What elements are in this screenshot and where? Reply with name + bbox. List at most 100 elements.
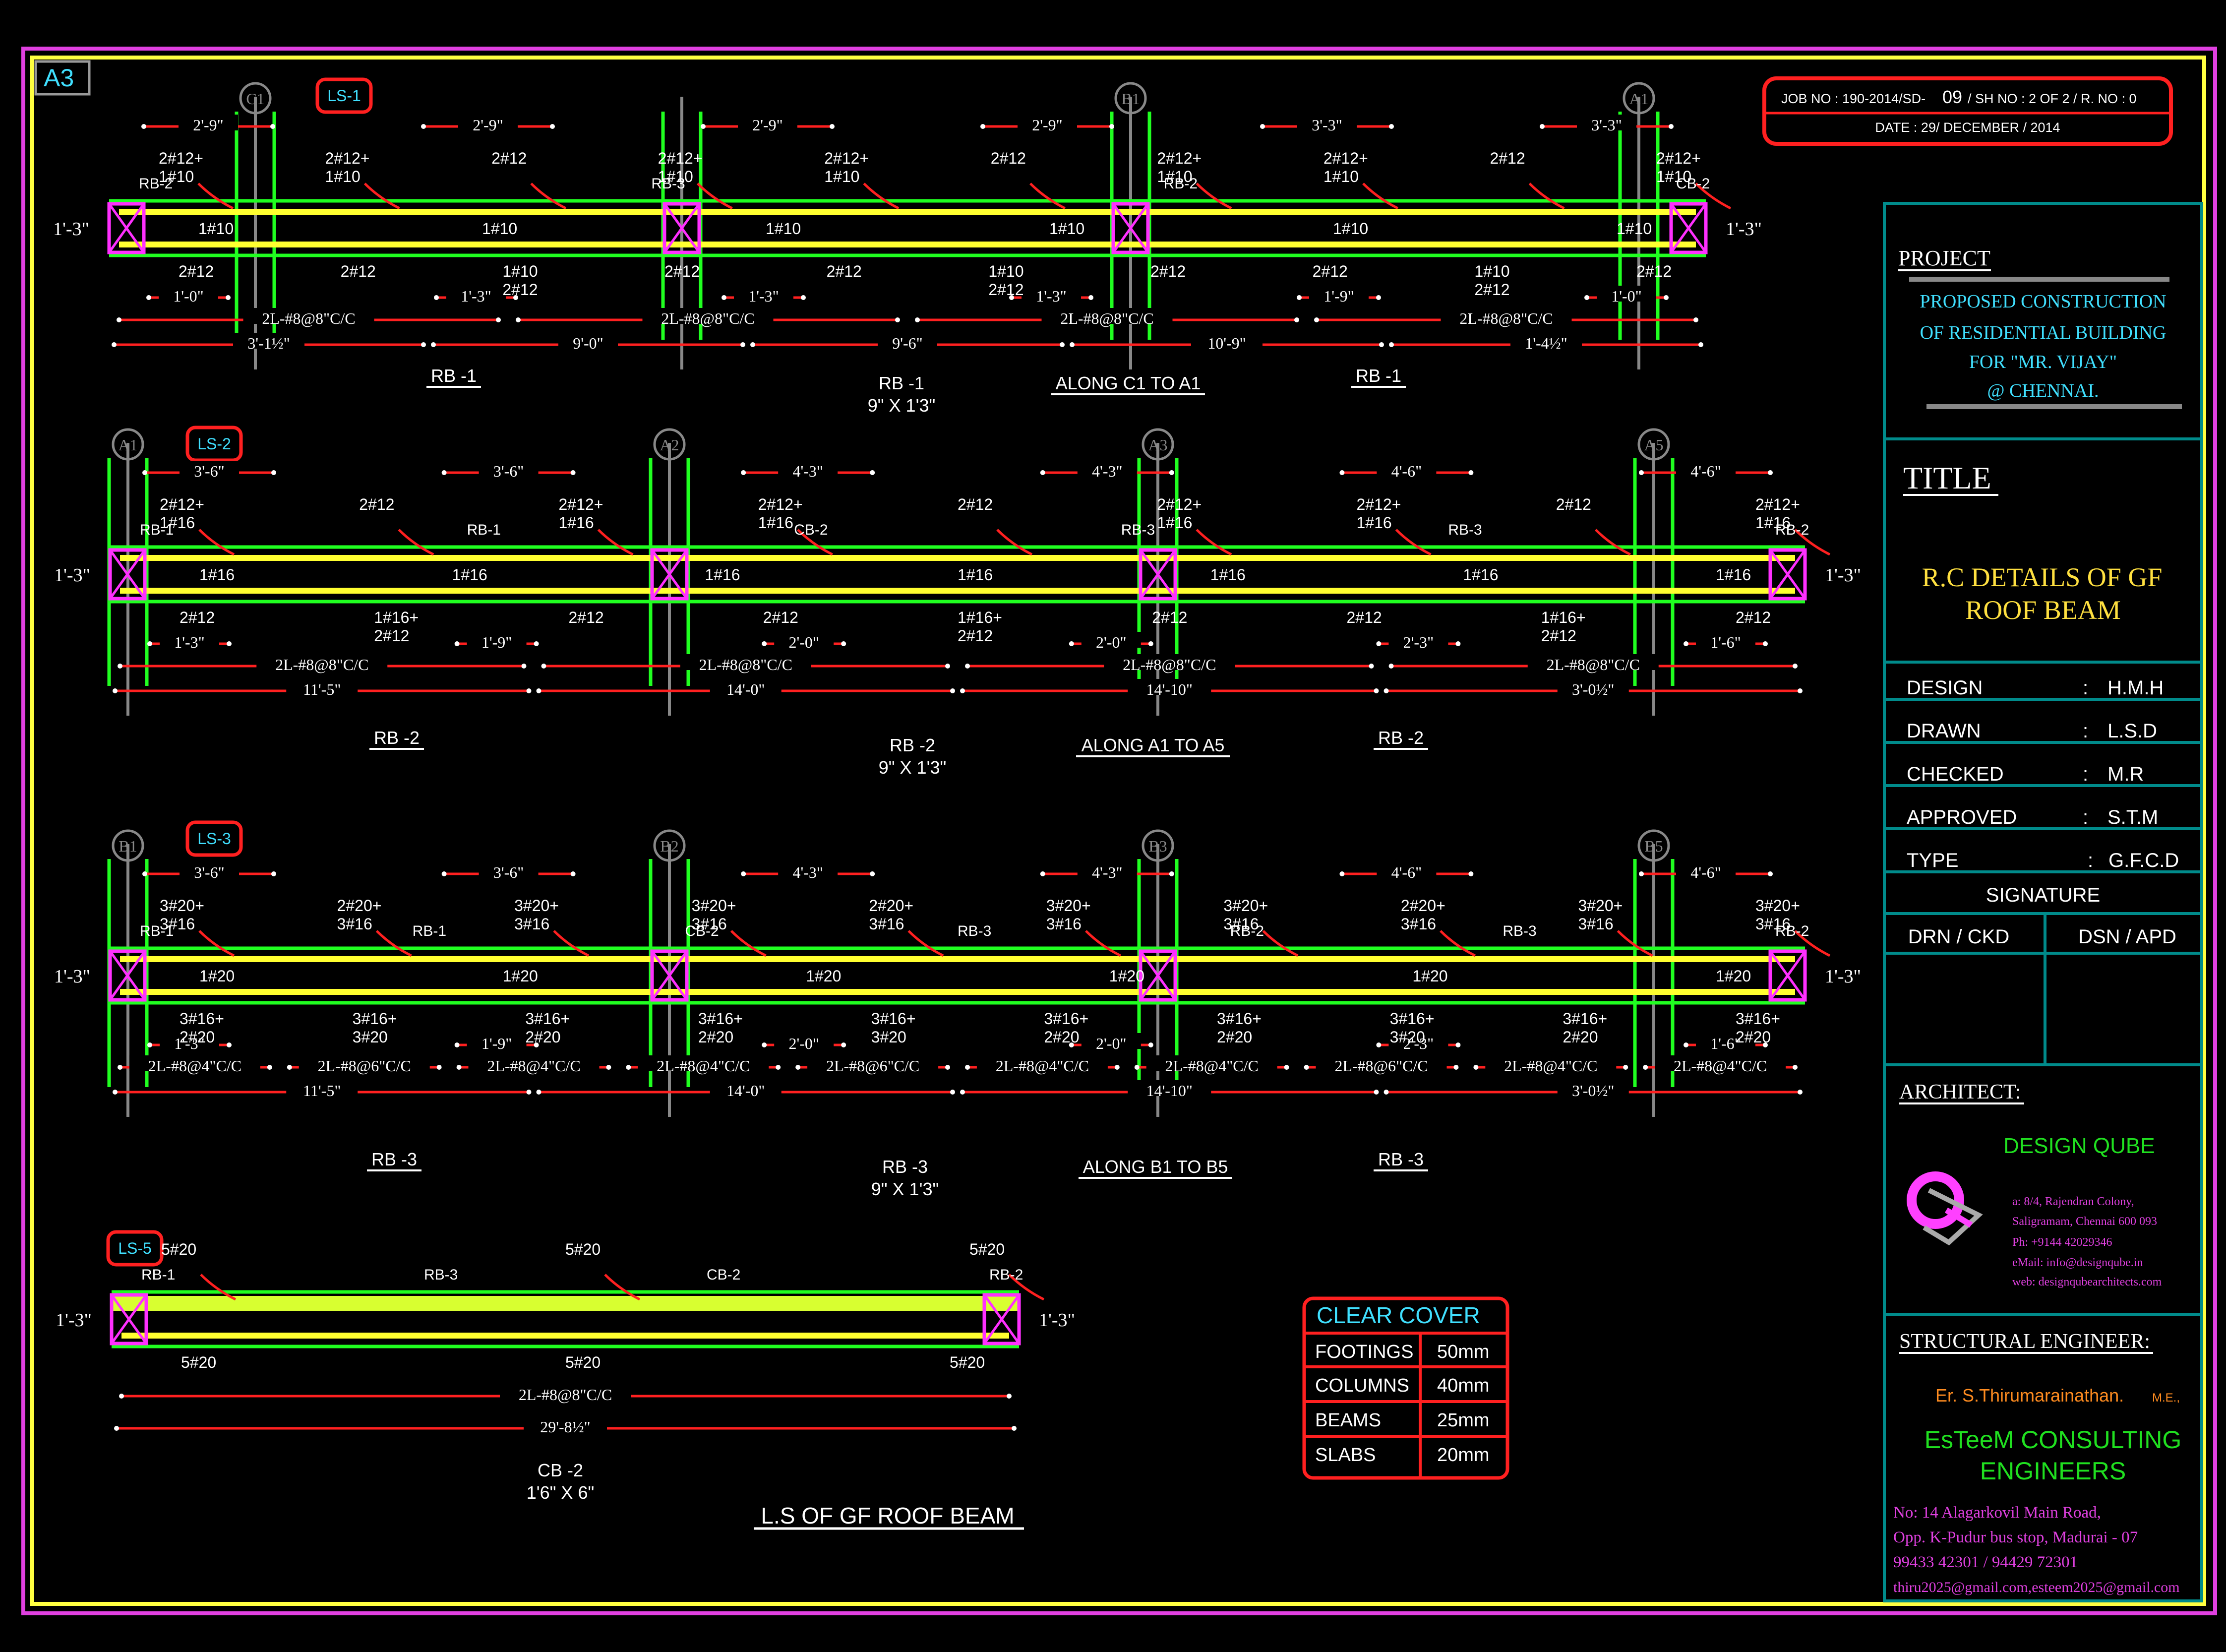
dimension-tick (1148, 1042, 1153, 1047)
beam-label: RB -2 (1378, 728, 1424, 748)
title-heading: TITLE (1903, 460, 1991, 495)
top-dimension: 3'-6" (194, 462, 224, 480)
callout-leader (398, 529, 434, 556)
dimension-tick (1169, 871, 1174, 876)
top-bar-callout: 2#12+1#16 (559, 495, 603, 532)
stirrup-spec: 2L-#8@8"C/C (1547, 656, 1640, 673)
dimension-mask (179, 115, 238, 130)
dimension-tick (1069, 1042, 1074, 1047)
architect-address-1: a: 8/4, Rajendran Colony, (2012, 1195, 2134, 1208)
dimension-tick (526, 688, 532, 693)
dimension-tick (1384, 1090, 1389, 1095)
sheet-size-box (34, 60, 91, 96)
bottom-bar-callout: 1#16+2#12 (374, 609, 419, 645)
dimension-mask (638, 1055, 769, 1071)
callout-leader (553, 930, 590, 957)
title-row-colon: : (2083, 763, 2088, 785)
side-dimension: 1'-3" (174, 633, 204, 651)
beam-size: 9" X 1'3" (871, 1179, 939, 1199)
dimension-tick (750, 342, 755, 347)
depth-label-left: 1'-3" (54, 966, 90, 987)
dimension-mask (1676, 461, 1736, 477)
dimension-mask (1655, 1055, 1786, 1071)
beam-callout: RB-2 (1775, 522, 1809, 538)
side-dimension: 1'-3" (748, 287, 779, 305)
mid-bar-callout: 1#10 (1617, 220, 1652, 238)
dimension-tick (1639, 871, 1644, 876)
firm-address-2: Opp. K-Pudur bus stop, Madurai - 07 (1893, 1529, 2138, 1546)
top-bar-callout: 2#12+1#16 (1157, 495, 1202, 532)
beam-callout: RB-1 (140, 522, 174, 538)
mid-bar-callout: 1#16 (452, 566, 487, 584)
section-tag: LS-2 (197, 435, 231, 453)
span-dimension: 9'-0" (573, 334, 603, 352)
callout-leader (696, 183, 733, 210)
bottom-bar-callout: 3#16+2#20 (1736, 1010, 1780, 1046)
dimension-tick (550, 124, 555, 129)
beam-callout: RB-1 (141, 1267, 175, 1283)
callout-leader (996, 529, 1033, 556)
stirrup-spec: 2L-#8@4"C/C (1504, 1057, 1597, 1075)
beam-junction-box (108, 949, 147, 1002)
stirrup-spec: 2L-#8@8"C/C (262, 309, 355, 327)
bottom-bar-callout: 3#16+2#20 (525, 1010, 570, 1046)
dimension-tick (1088, 295, 1093, 300)
callout-leader (375, 930, 412, 957)
beam-sections: LS-1C1B1A11'-3"1'-3"2'-9"2'-9"2'-9"2'-9"… (53, 77, 1861, 1503)
dimension-tick (945, 664, 950, 669)
top-dimension: 3'-3" (1312, 116, 1342, 134)
top-dimension: 2'-9" (752, 116, 782, 134)
bottom-bar-callout: 3#16+3#20 (1390, 1010, 1435, 1046)
dimension-tick (1376, 641, 1382, 646)
dimension-mask (299, 1055, 430, 1071)
mid-bar-callout: 1#10 (1333, 220, 1368, 238)
mid-bar-callout: 1#20 (199, 967, 235, 985)
section-tag-box (315, 77, 373, 114)
dimension-tick (1169, 470, 1174, 475)
dimension-tick (945, 1065, 950, 1070)
dimension-mask (468, 1055, 600, 1071)
cover-item-slabs: SLABS (1315, 1445, 1376, 1466)
main-title: L.S OF GF ROOF BEAM (761, 1503, 1014, 1529)
beam-junction-cross (1769, 549, 1806, 600)
top-bar-callout: 5#20 (565, 1240, 601, 1258)
dimension-tick (1389, 342, 1394, 347)
dimension-tick (1455, 1042, 1461, 1047)
top-bar-callout: 2#12+1#10 (325, 149, 370, 185)
depth-label-left: 1'-3" (54, 565, 90, 586)
beam-junction-box (982, 1293, 1021, 1346)
dimension-tick (142, 871, 147, 876)
dimension-tick (606, 1065, 611, 1070)
dimension-tick (1134, 1065, 1140, 1070)
title-line-1: R.C DETAILS OF GF (1922, 562, 2163, 592)
dimension-mask (160, 632, 219, 648)
dimension-mask (479, 461, 539, 477)
beam-junction-box (650, 949, 689, 1002)
beam-mid-label: CB -2 (538, 1460, 583, 1480)
title-row-label: APPROVED (1907, 806, 2017, 828)
beam-callout: RB-1 (140, 923, 174, 939)
top-dimension: 4'-3" (1092, 462, 1122, 480)
dimension-tick (267, 1065, 272, 1070)
title-row-colon: : (2083, 720, 2088, 742)
depth-label-left: 1'-3" (53, 219, 89, 240)
top-bar-callout: 2#20+3#16 (869, 897, 913, 933)
dimension-mask (1104, 654, 1235, 670)
callout-leader (597, 529, 634, 556)
top-dimension: 4'-6" (1391, 863, 1422, 881)
dimension-mask (738, 115, 797, 130)
dimension-mask (1597, 286, 1656, 302)
dimension-tick (741, 470, 746, 475)
beam-callout: RB-2 (1230, 923, 1264, 939)
title-line-2: ROOF BEAM (1965, 595, 2121, 625)
dimension-tick (1763, 641, 1768, 646)
structural-heading: STRUCTURAL ENGINEER: (1899, 1330, 2150, 1353)
dimension-mask (1018, 115, 1077, 130)
beam-callout: RB-3 (424, 1267, 458, 1283)
mid-bar-callout: 1#10 (1049, 220, 1084, 238)
beam-callout: RB-3 (1448, 522, 1482, 538)
beam-callout: RB-2 (139, 176, 173, 192)
top-bar-callout: 3#20+3#16 (1223, 897, 1268, 933)
